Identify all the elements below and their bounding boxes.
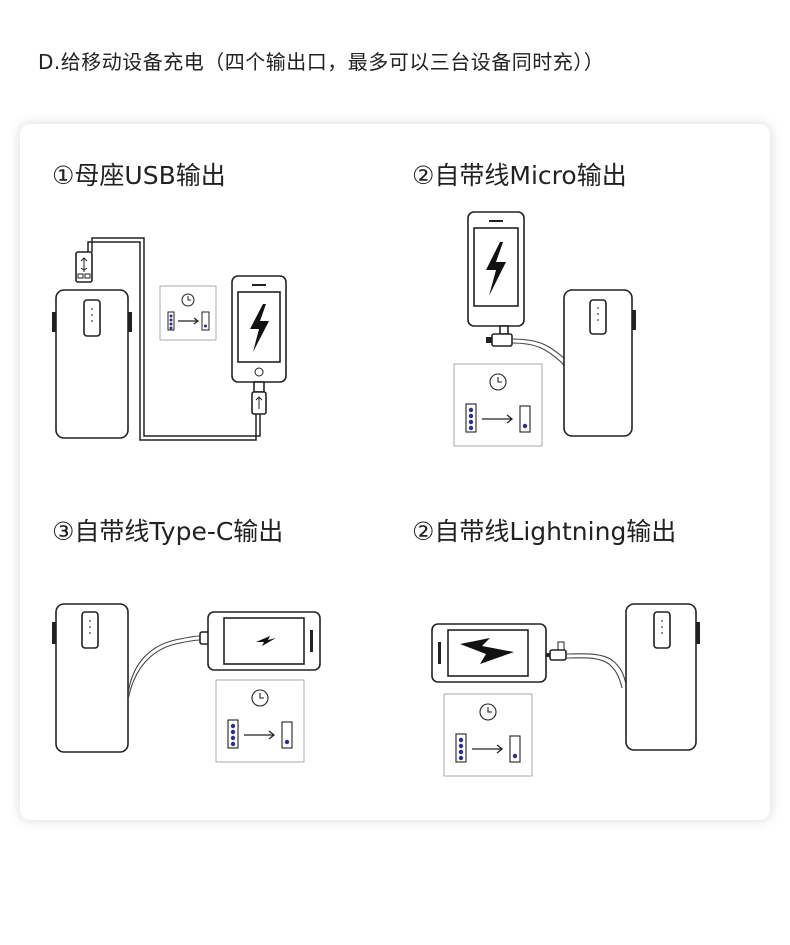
micro-usb-plug-icon bbox=[486, 325, 513, 347]
clock-icon bbox=[251, 689, 269, 707]
battery-icon bbox=[455, 733, 467, 763]
arrow-right-icon bbox=[178, 317, 199, 325]
battery-icon bbox=[201, 311, 210, 331]
panel-2-label: ②自带线Micro输出 bbox=[412, 161, 627, 190]
panel-1-diagram bbox=[52, 237, 287, 441]
panel-3-label: ③自带线Type-C输出 bbox=[52, 517, 284, 546]
arrow-right-icon bbox=[472, 744, 504, 754]
page-heading: D.给移动设备充电（四个输出口，最多可以三台设备同时充）） bbox=[38, 50, 605, 74]
power-bank-icon bbox=[625, 603, 700, 751]
clock-icon bbox=[181, 293, 195, 307]
battery-icon bbox=[281, 721, 293, 749]
lightning-bolt-icon bbox=[250, 304, 269, 352]
battery-icon bbox=[167, 311, 175, 331]
time-battery-box bbox=[159, 285, 217, 341]
time-battery-box bbox=[443, 693, 533, 777]
power-bank-icon bbox=[52, 289, 132, 439]
arrow-right-icon bbox=[244, 730, 276, 740]
power-bank-icon bbox=[52, 603, 129, 753]
panel-4-label: ②自带线Lightning输出 bbox=[412, 517, 677, 546]
battery-icon bbox=[465, 403, 477, 433]
lightning-cable bbox=[565, 653, 627, 685]
phone-icon bbox=[207, 611, 321, 671]
phone-icon bbox=[231, 275, 287, 383]
clock-icon bbox=[479, 703, 497, 721]
usb-plug-icon bbox=[75, 251, 93, 283]
phone-icon bbox=[467, 211, 525, 327]
battery-icon bbox=[519, 405, 531, 433]
panel-4-diagram bbox=[431, 603, 700, 777]
lightning-bolt-icon bbox=[256, 636, 276, 646]
micro-usb-plug-icon bbox=[251, 381, 267, 415]
time-battery-box bbox=[215, 679, 305, 763]
battery-icon bbox=[509, 735, 521, 763]
lightning-bolt-icon bbox=[460, 638, 514, 664]
battery-icon bbox=[227, 719, 239, 749]
panel-2-diagram bbox=[453, 211, 636, 447]
phone-icon bbox=[431, 623, 547, 683]
panel-3-diagram bbox=[52, 603, 321, 763]
charging-modes-card: ①母座USB输出 bbox=[20, 124, 770, 820]
clock-icon bbox=[489, 373, 507, 391]
lightning-plug-icon bbox=[546, 641, 567, 661]
type-c-cable bbox=[127, 635, 201, 695]
lightning-bolt-icon bbox=[486, 242, 506, 296]
arrow-right-icon bbox=[482, 414, 514, 424]
time-battery-box bbox=[453, 363, 543, 447]
panel-1-label: ①母座USB输出 bbox=[52, 161, 226, 190]
power-bank-icon bbox=[563, 289, 636, 437]
